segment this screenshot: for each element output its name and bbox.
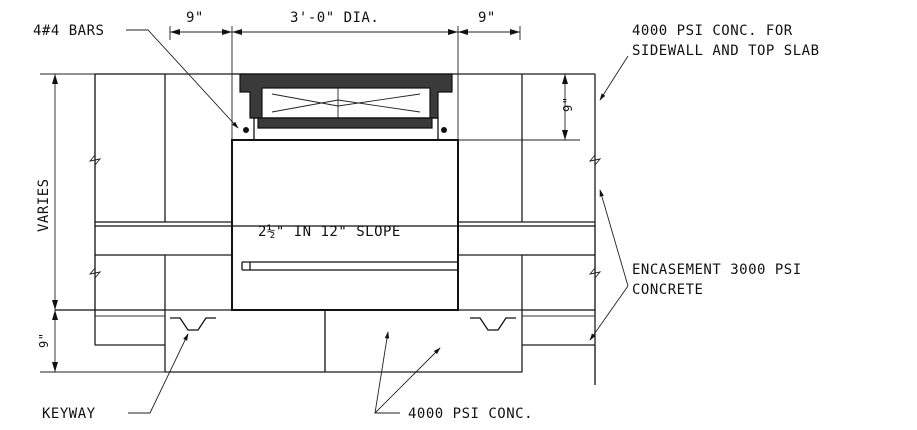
label-dim-left: 9" [186,10,204,26]
concrete-hatch [94,73,596,373]
label-dim-right: 9" [478,10,496,26]
label-dim-center: 3'-0" DIA. [290,10,379,26]
label-bars: 4#4 BARS [33,23,104,39]
label-encasement-1: ENCASEMENT 3000 PSI [632,262,802,278]
label-conc-note-1: 4000 PSI CONC. FOR [632,23,793,39]
break-marks [88,154,602,279]
label-dim-bottom: 9" [37,333,51,348]
label-keyway: KEYWAY [42,406,96,422]
text-labels: 4#4 BARS 9" 3'-0" DIA. 9" 4000 PSI CONC.… [33,10,820,422]
manhole-frame-cover [239,73,453,141]
label-encasement-2: CONCRETE [632,282,703,298]
label-base-conc: 4000 PSI CONC. [408,406,533,422]
label-slope: 2½" IN 12" SLOPE [258,224,401,240]
keyway-notches [170,317,516,331]
label-varies: VARIES [36,178,52,232]
label-conc-note-2: SIDEWALL AND TOP SLAB [632,43,820,59]
dimension-lines [40,26,580,373]
leader-lines [126,29,629,414]
label-dim-slab: 9" [561,97,575,112]
